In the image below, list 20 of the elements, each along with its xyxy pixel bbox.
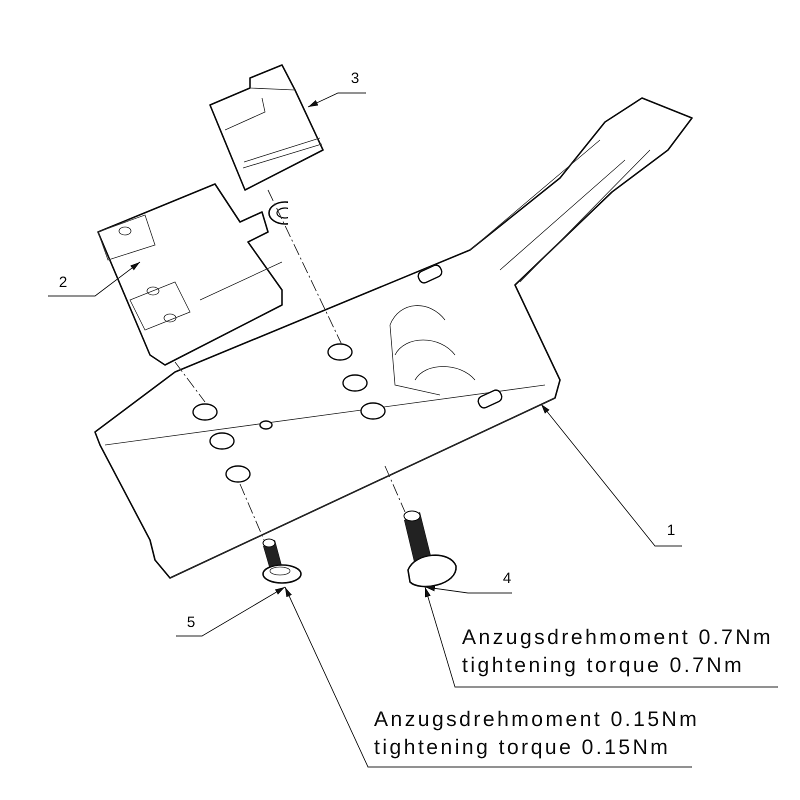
torque-note-text: Anzugsdrehmoment 0.15Nm <box>374 707 700 733</box>
leader-line <box>284 586 692 768</box>
torque-note-text: tightening torque 0.7Nm <box>462 653 744 679</box>
center-line <box>384 466 406 512</box>
callout-number: 1 <box>666 521 676 541</box>
leader-line <box>540 404 682 546</box>
leader-line <box>308 92 366 108</box>
center-line <box>174 362 206 402</box>
center-line <box>240 484 264 540</box>
callout-number: 2 <box>58 273 68 293</box>
leader-line <box>424 585 512 594</box>
callout-number: 5 <box>186 613 196 633</box>
leader-line <box>424 586 778 688</box>
leader-line <box>48 262 140 296</box>
callout-number: 3 <box>350 69 360 89</box>
torque-note-text: Anzugsdrehmoment 0.7Nm <box>462 625 774 651</box>
center-line <box>268 190 342 346</box>
leader-line <box>176 586 286 636</box>
callout-number: 4 <box>502 569 512 589</box>
torque-note-text: tightening torque 0.15Nm <box>374 735 670 761</box>
